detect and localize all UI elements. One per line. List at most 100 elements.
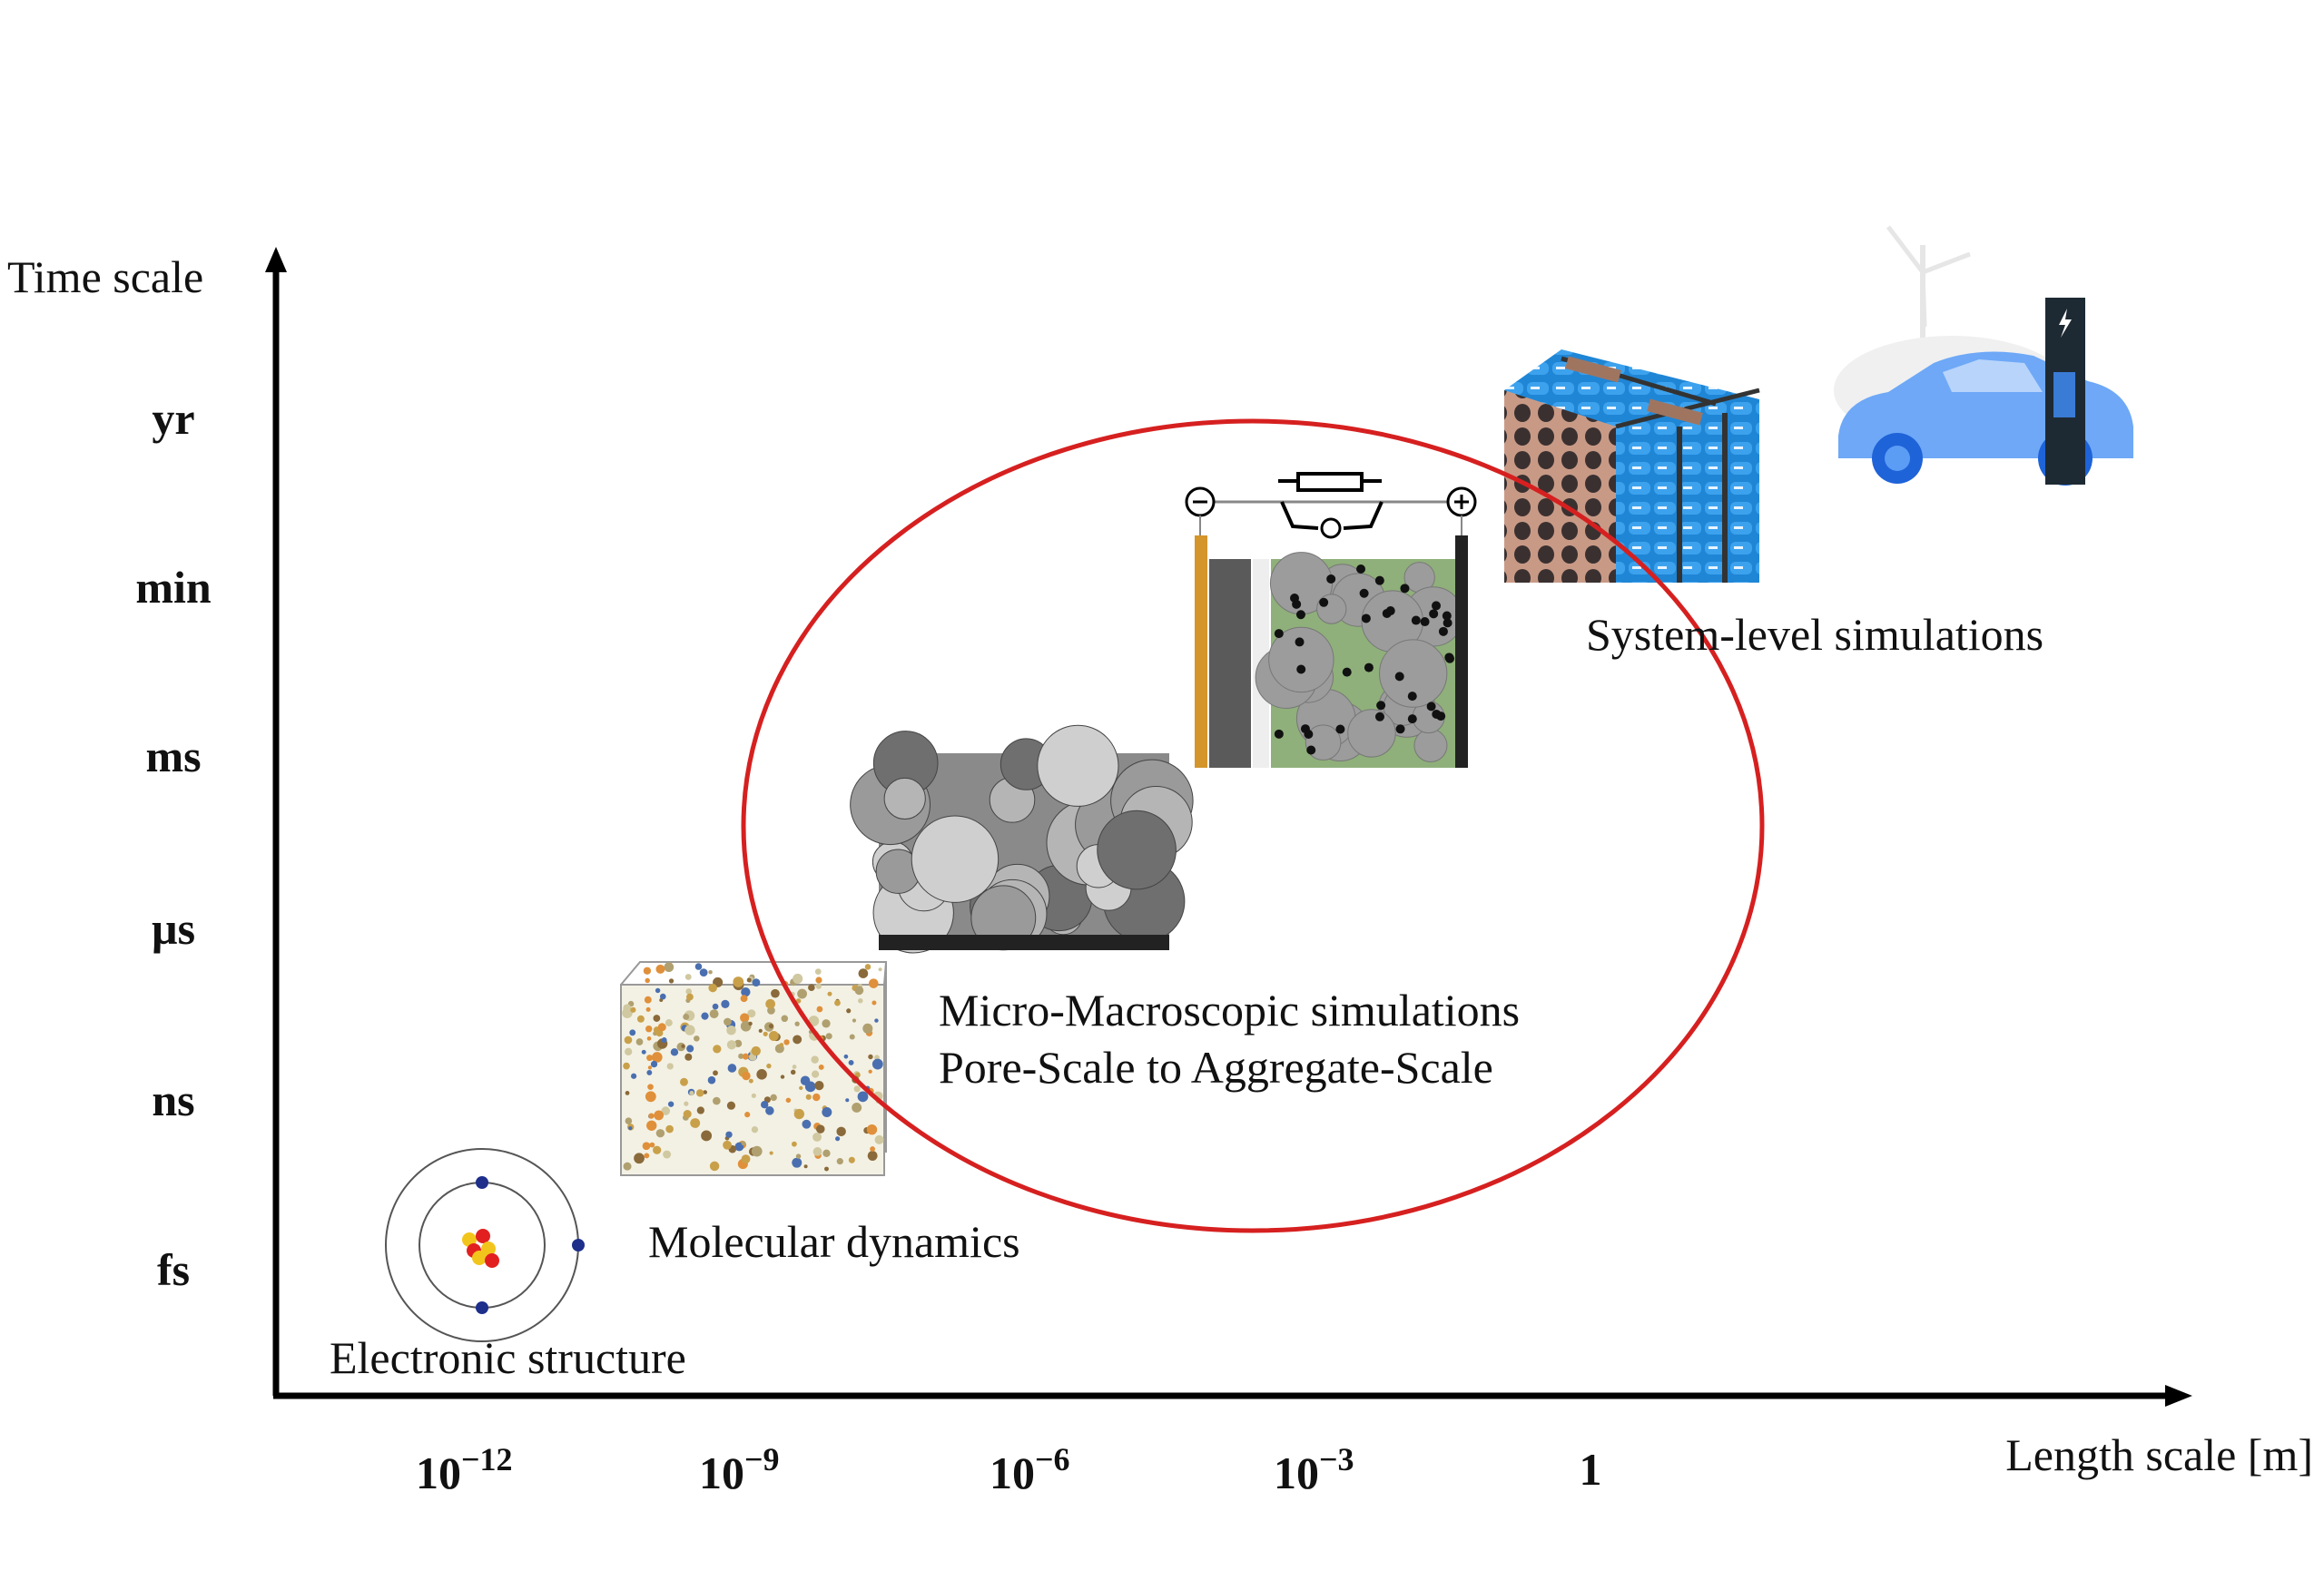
md-atom (741, 986, 751, 997)
sem-particle (883, 777, 926, 820)
md-atom (836, 1158, 843, 1165)
y-axis (265, 247, 287, 1396)
md-atom (742, 1071, 751, 1081)
md-atom (795, 998, 802, 1004)
carbon-binder-particle (1407, 692, 1417, 702)
md-atom (684, 1053, 693, 1061)
carbon-binder-particle (1319, 597, 1329, 607)
md-atom (645, 1091, 656, 1103)
md-atom (864, 964, 872, 970)
md-atom (684, 1025, 695, 1035)
md-atom (683, 1013, 690, 1020)
md-atom (771, 988, 780, 998)
md-atom (866, 1124, 878, 1135)
md-atom (645, 977, 650, 984)
atom-illustration (385, 1148, 585, 1342)
md-atom (650, 1060, 658, 1068)
md-atom (870, 1146, 875, 1152)
md-atom (661, 1037, 667, 1044)
md-atom (802, 1119, 812, 1129)
md-atom (765, 998, 775, 1009)
md-atom (803, 1164, 808, 1169)
md-atom (846, 1008, 852, 1014)
md-atom (822, 1149, 831, 1158)
carbon-binder-particle (1295, 610, 1305, 620)
active-particle (1379, 639, 1448, 708)
carbon-binder-particle (1445, 653, 1455, 663)
active-particle (1347, 709, 1396, 758)
md-atom (725, 1131, 733, 1138)
md-atom (862, 1023, 873, 1034)
md-atom (854, 986, 864, 996)
md-atom (726, 1026, 736, 1035)
md-atom (708, 983, 717, 993)
md-atom (822, 1106, 832, 1117)
md-atom (699, 968, 708, 977)
md-atom (667, 1101, 675, 1107)
md-atom (793, 1108, 804, 1120)
md-atom (686, 993, 694, 1001)
md-atom (647, 1065, 653, 1070)
md-atom (853, 1085, 861, 1093)
carbon-binder-particle (1385, 606, 1395, 616)
md-atom (681, 1044, 685, 1048)
carbon-binder-particle (1376, 701, 1386, 711)
md-atom (712, 1003, 719, 1010)
carbon-binder-particle (1438, 626, 1448, 636)
md-atom (780, 1075, 785, 1079)
y-axis-title: Time scale (7, 251, 203, 302)
x-tick-1: 1 (1580, 1444, 1602, 1495)
x-axis-title: Length scale [m] (2005, 1429, 2313, 1480)
carbon-binder-particle (1429, 609, 1439, 619)
md-atom (694, 1035, 700, 1042)
md-atom (646, 1069, 653, 1075)
md-atom (713, 1070, 718, 1076)
md-atom (797, 988, 807, 999)
md-atom (818, 1064, 824, 1070)
md-atom (872, 1000, 877, 1006)
caption-electronic-structure: Electronic structure (330, 1332, 686, 1383)
md-atom (811, 1055, 819, 1064)
molecular-dynamics-box (620, 961, 888, 1176)
carbon-binder-particle (1335, 724, 1345, 734)
md-atom (808, 984, 815, 992)
carbon-binder-particle (1374, 712, 1384, 721)
carbon-binder-particle (1411, 615, 1421, 625)
md-atom (812, 1093, 821, 1102)
md-atom (655, 987, 661, 994)
md-atom (751, 1093, 756, 1098)
x-tick-1e-12: 10−12 (416, 1441, 513, 1498)
md-atom (748, 1021, 753, 1026)
md-atom (709, 1161, 720, 1172)
md-atom (670, 1048, 679, 1056)
md-atom (758, 1028, 763, 1033)
md-atom (815, 1124, 825, 1134)
md-atom (634, 1153, 645, 1164)
md-atom (668, 978, 675, 984)
md-atom (822, 1019, 831, 1028)
md-atom (795, 1153, 802, 1159)
carbon-binder-particle (1292, 599, 1302, 609)
active-particle (1268, 626, 1334, 693)
carbon-binder-particle (1436, 712, 1446, 721)
md-atom (845, 1098, 850, 1103)
md-atom (769, 1151, 773, 1155)
md-atom (661, 1106, 671, 1115)
md-atom (781, 1015, 789, 1023)
md-atom (694, 963, 703, 970)
md-atom (799, 1085, 803, 1091)
y-axis-arrowhead-icon (265, 247, 287, 272)
x-tick-labels: 10−12 10−9 10−6 10−3 1 (416, 1441, 1602, 1498)
md-atom (636, 1015, 645, 1023)
active-particle (1413, 729, 1448, 763)
md-atom (765, 1106, 774, 1115)
carbon-binder-particle (1304, 729, 1314, 739)
carbon-binder-particle (1394, 672, 1404, 682)
md-atom (642, 1142, 651, 1151)
md-atom (763, 1031, 768, 1036)
carbon-binder-particle (1374, 575, 1384, 585)
caption-pore-aggregate-scale: Pore-Scale to Aggregate-Scale (939, 1042, 1493, 1093)
md-atom (811, 1070, 820, 1078)
md-atom (641, 1049, 646, 1055)
